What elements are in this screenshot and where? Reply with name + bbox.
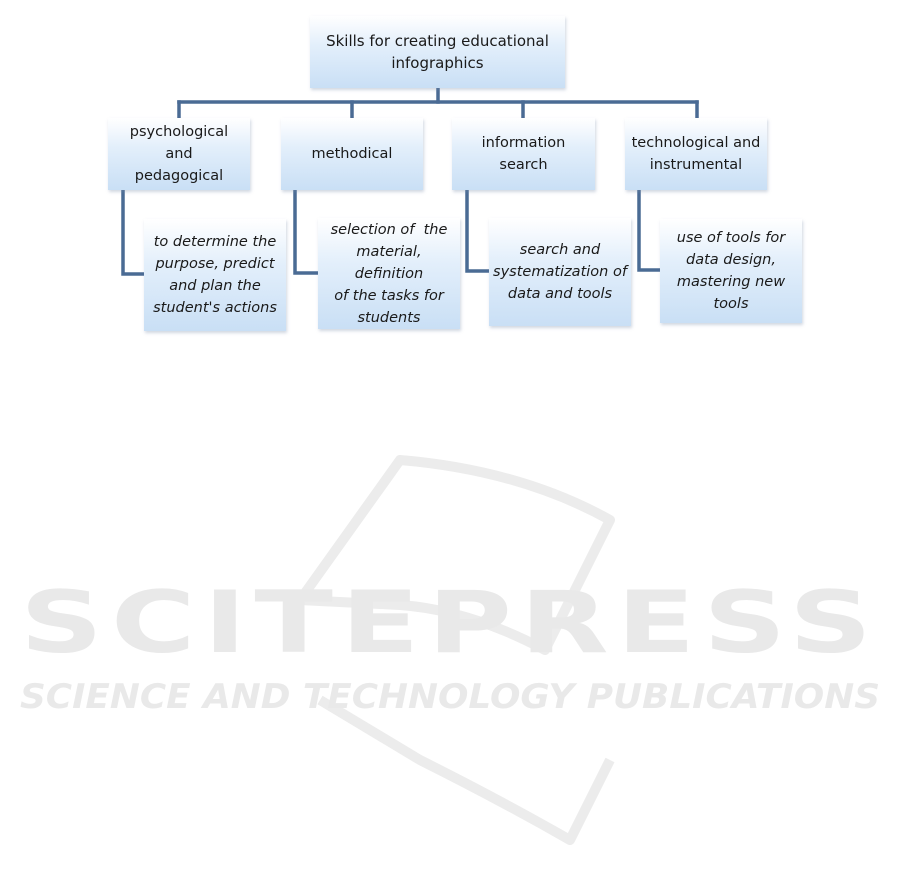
root-node-line-1: Skills for creating educational xyxy=(326,32,549,50)
detail-2-line-3: of the tasks for xyxy=(334,287,444,304)
detail-2-line-1: selection of the xyxy=(330,221,448,238)
detail-4-line-1: use of tools for xyxy=(676,230,786,246)
detail-1-line-1: to determine the xyxy=(153,234,277,250)
detail-node-1: to determine the purpose, predict and pl… xyxy=(144,219,286,331)
watermark-sub-text: SCIENCE AND TECHNOLOGY PUBLICATIONS xyxy=(20,677,880,717)
detail-4-line-2: data design, xyxy=(686,252,776,268)
detail-3-line-3: data and tools xyxy=(507,286,613,302)
category-4-line-2: instrumental xyxy=(649,157,743,173)
category-1-line-2: pedagogical xyxy=(134,168,224,184)
category-2-line-1: methodical xyxy=(311,146,393,162)
detail-node-4: use of tools for data design, mastering … xyxy=(660,219,802,323)
book-logo-outline xyxy=(295,455,615,655)
detail-3-line-2: systematization of xyxy=(493,264,627,280)
category-node-methodical: methodical xyxy=(281,118,423,190)
root-node-line-2: infographics xyxy=(391,54,484,72)
category-node-technological-instrumental: technological and instrumental xyxy=(625,118,767,190)
category-3-line-1: information search xyxy=(481,135,566,173)
detail-1-line-2: purpose, predict xyxy=(155,256,275,272)
detail-node-2: selection of the material, definition of… xyxy=(318,218,460,329)
root-node: Skills for creating educational infograp… xyxy=(310,16,565,88)
detail-3-line-1: search and xyxy=(519,242,601,258)
detail-2-line-4: students xyxy=(357,309,421,326)
category-1-line-1: psychological and xyxy=(129,124,229,162)
detail-node-3: search and systematization of data and t… xyxy=(489,218,631,326)
detail-1-line-4: student's actions xyxy=(153,300,277,316)
detail-3-connector xyxy=(465,188,491,273)
detail-4-line-3: mastering new xyxy=(676,274,786,290)
book-logo-base xyxy=(317,695,615,845)
detail-1-connector xyxy=(121,188,146,276)
category-node-information-search: information search xyxy=(452,118,595,190)
watermark-main-text: SCITEPRESS xyxy=(20,573,880,673)
category-4-line-1: technological and xyxy=(631,135,761,151)
detail-2-line-2: material, definition xyxy=(354,243,424,282)
detail-1-line-3: and plan the xyxy=(169,278,261,294)
detail-2-connector xyxy=(293,188,320,275)
detail-4-connector xyxy=(637,188,662,272)
category-node-psychological-pedagogical: psychological and pedagogical xyxy=(108,118,250,190)
detail-4-line-4: tools xyxy=(713,296,749,312)
